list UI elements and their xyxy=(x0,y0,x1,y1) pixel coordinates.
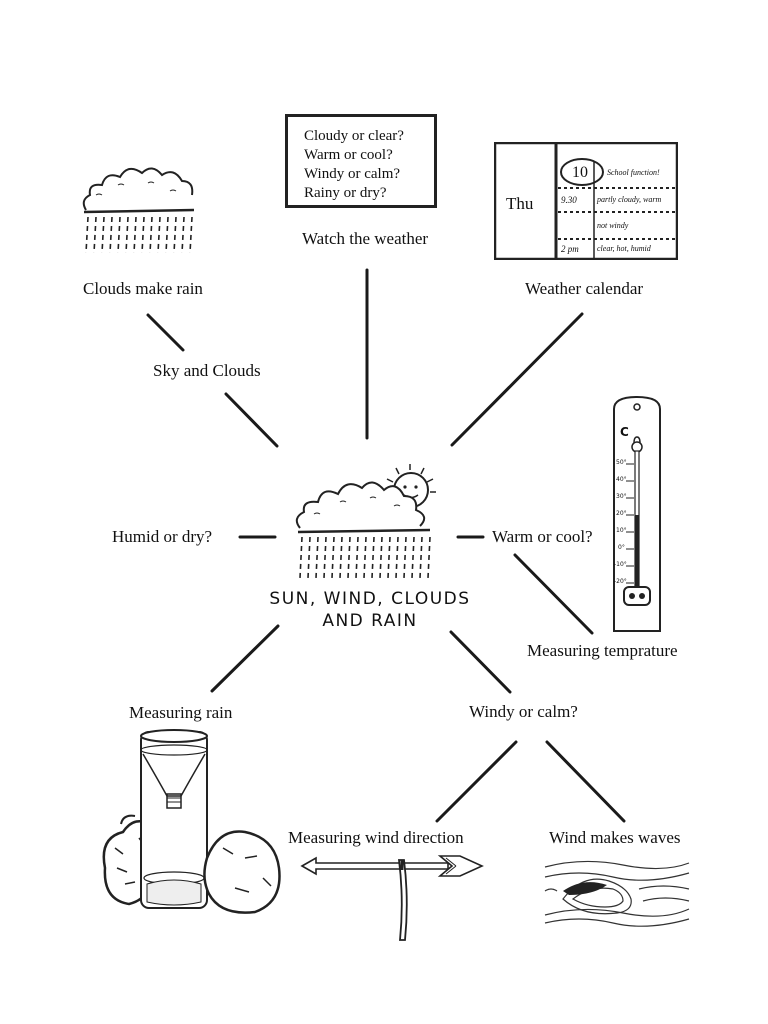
thermometer: C 50° 40° 30° 20° 10° 0° -10° -20° xyxy=(612,395,662,635)
label-weather-calendar: Weather calendar xyxy=(525,279,644,298)
center-title-line: and Rain xyxy=(322,611,418,631)
questions-box: Cloudy or clear? Warm or cool? Windy or … xyxy=(285,114,437,208)
wind-vane-icon xyxy=(300,855,484,941)
thermometer-tick-label: 10° xyxy=(616,527,627,534)
calendar-entry: 9.30 xyxy=(561,195,577,205)
label-measuring-temperature: Measuring temprature xyxy=(527,641,678,660)
thermometer-tick-label: 50° xyxy=(616,459,627,466)
label-clouds-make-rain: Clouds make rain xyxy=(83,279,203,298)
calendar-entry: partly cloudy, warm xyxy=(597,195,662,204)
connector-rain xyxy=(210,624,280,693)
center-title: Sun, Wind, Clouds and Rain xyxy=(255,588,485,632)
thermometer-body xyxy=(613,395,661,632)
weather-calendar: Thu 10 School function! 9.30 partly clou… xyxy=(494,142,678,260)
calendar-grid xyxy=(494,142,678,260)
label-measuring-wind-direction: Measuring wind direction xyxy=(288,828,464,847)
center-title-line: Sun, Wind, Clouds xyxy=(269,589,471,609)
question-line: Windy or calm? xyxy=(304,166,401,182)
question-line: Warm or cool? xyxy=(304,147,393,163)
connector-windy xyxy=(449,630,512,694)
label-watch-weather: Watch the weather xyxy=(302,229,429,248)
connector-waves xyxy=(545,740,626,823)
thermometer-tick-label: 20° xyxy=(616,510,627,517)
cloud-rain-icon xyxy=(82,167,195,254)
thermometer-tick-label: -20° xyxy=(614,578,627,585)
sun-cloud-rain-icon xyxy=(295,464,436,579)
connector-wind-direction xyxy=(435,740,518,823)
label-wind-makes-waves: Wind makes waves xyxy=(549,828,681,847)
calendar-entry: not windy xyxy=(597,221,629,230)
waves-icon xyxy=(544,860,690,927)
label-sky-and-clouds: Sky and Clouds xyxy=(153,361,261,380)
question-line: Cloudy or clear? xyxy=(304,128,404,144)
label-windy-or-calm: Windy or calm? xyxy=(469,702,578,721)
connector-temperature xyxy=(513,553,594,635)
thermometer-tick-label: 0° xyxy=(618,544,625,551)
calendar-entry: clear, hot, humid xyxy=(597,244,651,253)
connector-calendar xyxy=(450,312,584,447)
thermometer-tick-label: 30° xyxy=(616,493,627,500)
label-humid-or-dry: Humid or dry? xyxy=(112,527,213,546)
calendar-date: 10 xyxy=(572,164,588,181)
rain-gauge-icon xyxy=(102,729,281,914)
label-warm-or-cool: Warm or cool? xyxy=(492,527,593,546)
thermometer-tick-label: 40° xyxy=(616,476,627,483)
label-measuring-rain: Measuring rain xyxy=(129,703,233,722)
thermometer-unit: C xyxy=(620,425,629,439)
connector-sky-center xyxy=(224,392,279,448)
question-line: Rainy or dry? xyxy=(304,185,387,201)
connector-clouds-sky xyxy=(146,313,185,352)
thermometer-tick-label: -10° xyxy=(614,561,627,568)
calendar-day: Thu xyxy=(506,194,534,213)
calendar-entry: School function! xyxy=(607,168,660,177)
calendar-entry: 2 pm xyxy=(561,244,579,254)
